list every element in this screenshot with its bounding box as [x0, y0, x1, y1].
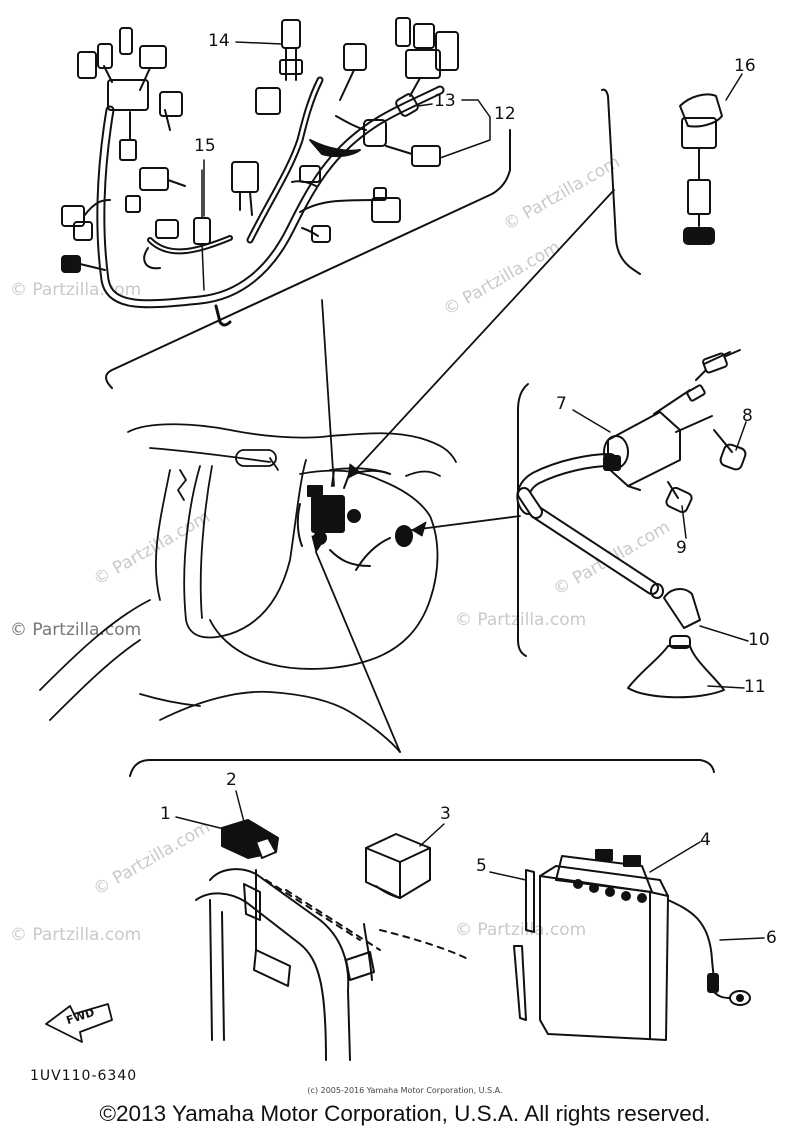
frame-sketch — [39, 423, 457, 753]
leader-lines — [315, 189, 615, 753]
callout-12: 12 — [494, 104, 516, 124]
callout-8: 8 — [742, 406, 753, 426]
callout-2: 2 — [226, 770, 237, 790]
callout-14: 14 — [208, 31, 230, 51]
footer-copyright: ©2013 Yamaha Motor Corporation, U.S.A. A… — [99, 1101, 711, 1126]
callout-16: 16 — [734, 56, 756, 76]
callout-11: 11 — [744, 677, 766, 697]
callout-5: 5 — [476, 856, 487, 876]
callout-leaders — [175, 41, 765, 941]
callout-7: 7 — [556, 394, 567, 414]
wire-harness-group — [61, 17, 511, 389]
watermark: © Partzilla.com — [10, 925, 142, 945]
callout-6: 6 — [766, 928, 777, 948]
callout-1: 1 — [160, 804, 171, 824]
watermark: © Partzilla.com — [455, 610, 587, 630]
callout-4: 4 — [700, 830, 711, 850]
watermark: © Partzilla.com — [455, 920, 587, 940]
callout-9: 9 — [676, 538, 687, 558]
part-16-sensor — [601, 88, 723, 275]
diagram-code: 1UV110-6340 — [30, 1068, 138, 1084]
callout-3: 3 — [440, 804, 451, 824]
electrical-box — [296, 469, 413, 571]
callout-13: 13 — [434, 91, 456, 111]
callout-15: 15 — [194, 136, 216, 156]
callout-10: 10 — [748, 630, 770, 650]
ignition-coil-group — [516, 349, 747, 699]
small-copyright: (c) 2005-2016 Yamaha Motor Corporation, … — [307, 1086, 503, 1095]
watermark: © Partzilla.com — [10, 620, 142, 640]
bottom-panel — [45, 759, 751, 1061]
